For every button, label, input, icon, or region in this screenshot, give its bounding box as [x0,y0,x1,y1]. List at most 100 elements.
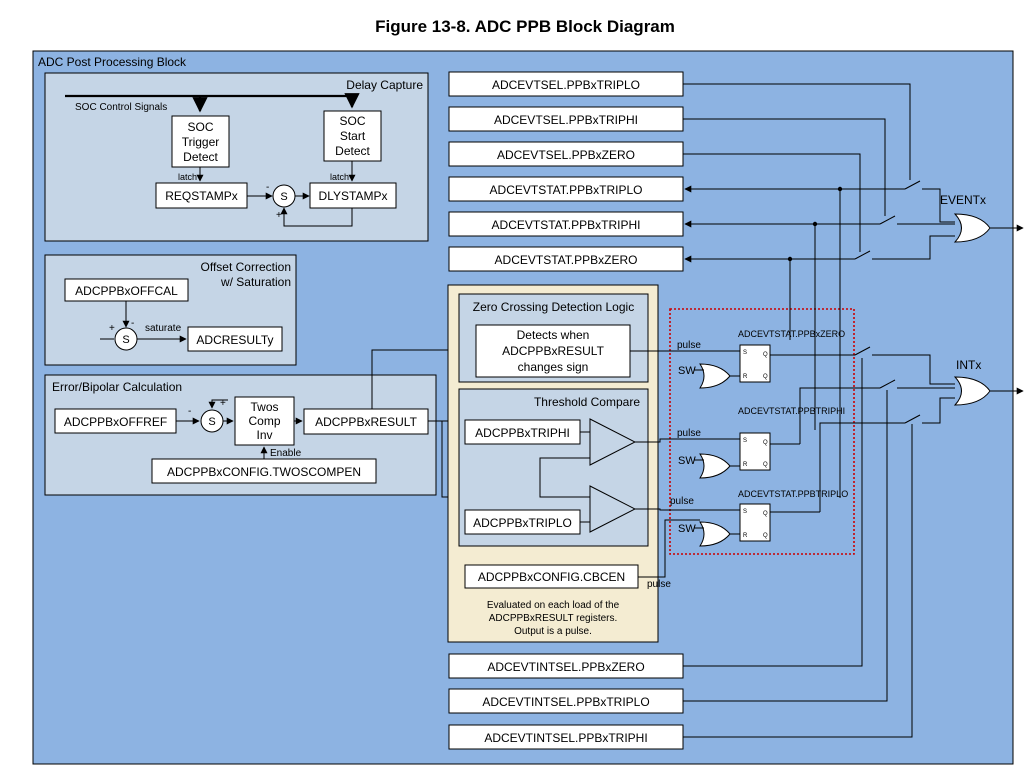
saturate-label: saturate [145,323,182,334]
adcresult-box [187,326,283,352]
error-title: Error/Bipolar Calculation [52,380,182,394]
svg-text:+: + [109,323,115,334]
soc-start-line3: Detect [335,144,370,158]
svg-text:+: + [220,398,226,409]
triphi-box [464,419,581,445]
flip-flop-triplo: S Q R Q [739,503,771,542]
dlystamp-box [309,182,397,209]
soc-trigger-detect-box [171,115,230,168]
svg-text:pulse: pulse [677,428,701,439]
intx-label: INTx [956,358,981,372]
svg-text:S: S [122,334,129,346]
threshold-title: Threshold Compare [534,395,640,409]
svg-text:+: + [276,210,282,221]
twoscompen-box [151,458,377,484]
svg-text:S: S [208,416,215,428]
offset-title-2: w/ Saturation [220,275,291,289]
soc-trigger-line2: Trigger [182,135,220,149]
eventx-or-gate [953,213,991,243]
svg-text:R: R [743,533,748,539]
offref-label: ADCPPBxOFFREF [64,415,167,429]
register-boxes: ADCEVTSEL.PPBxTRIPLO ADCEVTSEL.PPBxTRIPH… [448,71,684,750]
sw-gate-triplo [699,521,731,547]
latch-label-triplo: ADCEVTSTAT.PPBTRIPLO [738,489,848,499]
flip-flop-zero: S Q R Q [739,344,771,383]
soc-start-line1: SOC [339,114,365,128]
twos-comp-box [234,396,295,446]
reg-evtstat-triplo: ADCEVTSTAT.PPBxTRIPLO [490,183,643,197]
sw-gate-zero [699,363,731,389]
latch-label-zero: ADCEVTSTAT.PPBxZERO [738,329,845,339]
svg-text:pulse: pulse [670,496,694,507]
triplo-box [464,509,581,535]
reqstamp-box [155,182,248,209]
svg-text:Evaluated on each load of the: Evaluated on each load of the [487,600,620,611]
svg-text:S: S [743,438,747,444]
offref-box [54,408,177,434]
delay-capture-title: Delay Capture [346,78,423,92]
triplo-label: ADCPPBxTRIPLO [473,516,572,530]
reg-evtsel-triphi: ADCEVTSEL.PPBxTRIPHI [494,113,638,127]
delay-sum-label: S [280,191,287,203]
soc-trigger-line3: Detect [183,150,218,164]
offset-title-1: Offset Correction [201,260,291,274]
svg-text:S: S [743,509,747,515]
svg-text:Q: Q [763,533,768,539]
svg-text:R: R [743,374,748,380]
svg-text:S: S [743,350,747,356]
flip-flop-triphi: S Q R Q [739,432,771,471]
zero-crossing-title: Zero Crossing Detection Logic [473,300,634,314]
reg-evtstat-triphi: ADCEVTSTAT.PPBxTRIPHI [492,218,641,232]
svg-text:ADCPPBxRESULT registers.: ADCPPBxRESULT registers. [489,613,618,624]
svg-text:Q: Q [763,374,768,380]
reqstamp-label: REQSTAMPx [165,189,237,203]
svg-text:pulse: pulse [677,340,701,351]
svg-text:Q: Q [763,462,768,468]
svg-text:SW: SW [678,523,696,535]
svg-text:-: - [188,406,191,417]
adcresult-label: ADCRESULTy [196,333,273,347]
latch-label-dly: latch [330,172,349,182]
enable-label: Enable [270,448,302,459]
sw-gate-triphi [699,453,731,479]
svg-text:Q: Q [763,511,768,517]
ppbresult-label: ADCPPBxRESULT [315,415,417,429]
reg-intsel-triphi: ADCEVTINTSEL.PPBxTRIPHI [484,731,647,745]
svg-text:SW: SW [678,365,696,377]
figure-title: Figure 13-8. ADC PPB Block Diagram [375,17,675,36]
svg-text:Twos: Twos [250,400,278,414]
reg-evtstat-zero: ADCEVTSTAT.PPBxZERO [495,253,638,267]
twoscompen-label: ADCPPBxCONFIG.TWOSCOMPEN [167,465,361,479]
outer-block-label: ADC Post Processing Block [38,55,187,69]
comparator-hi [589,418,637,466]
eventx-label: EVENTx [940,193,986,207]
svg-text:Comp: Comp [248,414,280,428]
svg-text:SW: SW [678,455,696,467]
latch-label-req: latch [178,172,197,182]
latch-label-triphi: ADCEVTSTAT.PPBTRIPHI [738,406,845,416]
comparator-lo [589,485,637,533]
dlystamp-label: DLYSTAMPx [319,189,388,203]
reg-intsel-triplo: ADCEVTINTSEL.PPBxTRIPLO [482,695,649,709]
ppbresult-box [303,408,429,435]
svg-text:Detects when: Detects when [517,328,590,342]
reg-evtsel-zero: ADCEVTSEL.PPBxZERO [497,148,635,162]
latch-region [669,308,855,555]
svg-text:Q: Q [763,440,768,446]
cbcen-label: ADCPPBxCONFIG.CBCEN [478,570,625,584]
svg-text:-: - [131,318,134,329]
soc-control-signals: SOC Control Signals [75,102,167,113]
svg-text:R: R [743,462,748,468]
reg-evtsel-triplo: ADCEVTSEL.PPBxTRIPLO [492,78,640,92]
reg-intsel-zero: ADCEVTINTSEL.PPBxZERO [487,660,644,674]
svg-text:Inv: Inv [256,428,272,442]
soc-trigger-line1: SOC [187,120,213,134]
soc-start-line2: Start [340,129,366,143]
svg-text:-: - [266,182,269,193]
svg-text:Output is a pulse.: Output is a pulse. [514,626,592,637]
offcal-label: ADCPPBxOFFCAL [75,284,178,298]
svg-text:ADCPPBxRESULT: ADCPPBxRESULT [502,344,604,358]
svg-text:Q: Q [763,352,768,358]
svg-text:changes sign: changes sign [518,360,589,374]
